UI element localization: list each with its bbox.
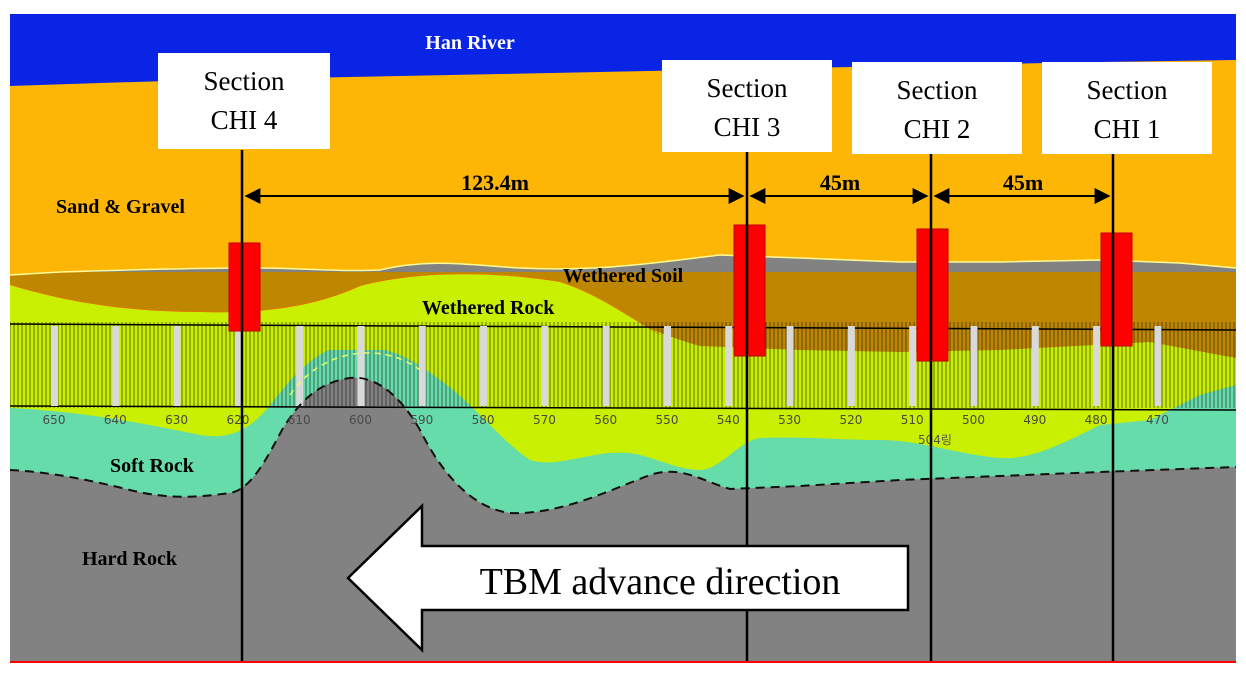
sand-soil-boundary bbox=[10, 254, 1236, 276]
ring-spacer bbox=[173, 326, 181, 406]
ring-spacer bbox=[909, 326, 917, 406]
monitoring-box-chi1 bbox=[1100, 232, 1133, 347]
section-chi3-line1: Section bbox=[707, 73, 788, 103]
ring-label: 520 bbox=[839, 413, 862, 427]
distance-label-2: 45m bbox=[820, 170, 860, 195]
tunnel-rings bbox=[10, 322, 1235, 408]
ring-label: 540 bbox=[717, 413, 740, 427]
ring-label: 510 bbox=[901, 413, 924, 427]
distance-label-3: 45m bbox=[1003, 170, 1043, 195]
monitoring-box-chi4 bbox=[228, 242, 261, 332]
ring-spacer bbox=[418, 326, 426, 406]
section-chi1-line2: CHI 1 bbox=[1094, 114, 1161, 144]
section-box-chi4: Section CHI 4 bbox=[158, 53, 330, 149]
ring-label: 580 bbox=[472, 413, 495, 427]
ring-spacer bbox=[664, 326, 671, 406]
monitoring-box-chi2 bbox=[916, 228, 949, 362]
ring-spacer bbox=[541, 326, 549, 406]
ring-label: 500 bbox=[962, 413, 985, 427]
section-box-chi1: Section CHI 1 bbox=[1042, 62, 1212, 154]
ring-label: 490 bbox=[1023, 413, 1046, 427]
ring-spacer bbox=[234, 326, 242, 406]
ring-spacer bbox=[296, 326, 304, 406]
ring-label: 620 bbox=[226, 413, 249, 427]
ring-spacer bbox=[970, 326, 978, 406]
ring-spacer bbox=[112, 326, 120, 406]
ring-label: 650 bbox=[43, 413, 66, 427]
section-chi4-line2: CHI 4 bbox=[211, 105, 278, 135]
label-weathered-soil: Wethered Soil bbox=[563, 265, 684, 287]
ring-note: 504링 bbox=[918, 433, 952, 447]
label-sand-gravel: Sand & Gravel bbox=[56, 196, 185, 218]
section-chi2-line1: Section bbox=[897, 75, 978, 105]
ring-spacer bbox=[51, 326, 58, 406]
ring-spacer bbox=[725, 326, 733, 406]
section-chi1-line1: Section bbox=[1087, 75, 1168, 105]
ring-label: 560 bbox=[594, 413, 617, 427]
soft-rock-dashed-boundary bbox=[10, 376, 1236, 515]
ring-spacer bbox=[602, 326, 610, 406]
ring-spacers bbox=[51, 326, 1162, 406]
tunnel-top-line bbox=[10, 323, 1236, 331]
ring-label: 470 bbox=[1146, 413, 1169, 427]
tbm-direction-arrow bbox=[346, 503, 910, 653]
section-chi2-line2: CHI 2 bbox=[904, 114, 971, 144]
tunnel-bottom-line bbox=[10, 405, 1236, 411]
section-chi4-line1: Section bbox=[204, 66, 285, 96]
distance-label-1: 123.4m bbox=[461, 170, 529, 195]
ring-spacer bbox=[1093, 326, 1101, 406]
ring-label: 630 bbox=[165, 413, 188, 427]
label-weathered-rock: Wethered Rock bbox=[422, 297, 555, 319]
ring-label: 480 bbox=[1085, 413, 1108, 427]
ring-label: 610 bbox=[288, 413, 311, 427]
ring-label: 550 bbox=[656, 413, 679, 427]
monitoring-box-chi3 bbox=[733, 224, 766, 357]
section-chi3-line2: CHI 3 bbox=[714, 112, 781, 142]
tbm-direction-label: TBM advance direction bbox=[480, 561, 841, 603]
ring-label: 530 bbox=[778, 413, 801, 427]
label-hard-rock: Hard Rock bbox=[82, 548, 178, 570]
ring-spacer bbox=[1031, 326, 1039, 406]
ring-label: 570 bbox=[533, 413, 556, 427]
lime-top-boundary bbox=[10, 274, 660, 350]
ring-spacer bbox=[357, 326, 365, 406]
ring-label: 600 bbox=[349, 413, 372, 427]
ring-spacer bbox=[847, 326, 855, 406]
section-box-chi2: Section CHI 2 bbox=[852, 62, 1022, 154]
ring-label: 640 bbox=[104, 413, 127, 427]
ring-label: 590 bbox=[410, 413, 433, 427]
label-soft-rock: Soft Rock bbox=[110, 455, 195, 477]
label-han-river: Han River bbox=[425, 32, 515, 54]
ring-spacer bbox=[480, 326, 488, 406]
ring-spacer bbox=[1154, 326, 1162, 406]
section-box-chi3: Section CHI 3 bbox=[662, 60, 832, 152]
ring-spacer bbox=[786, 326, 794, 406]
